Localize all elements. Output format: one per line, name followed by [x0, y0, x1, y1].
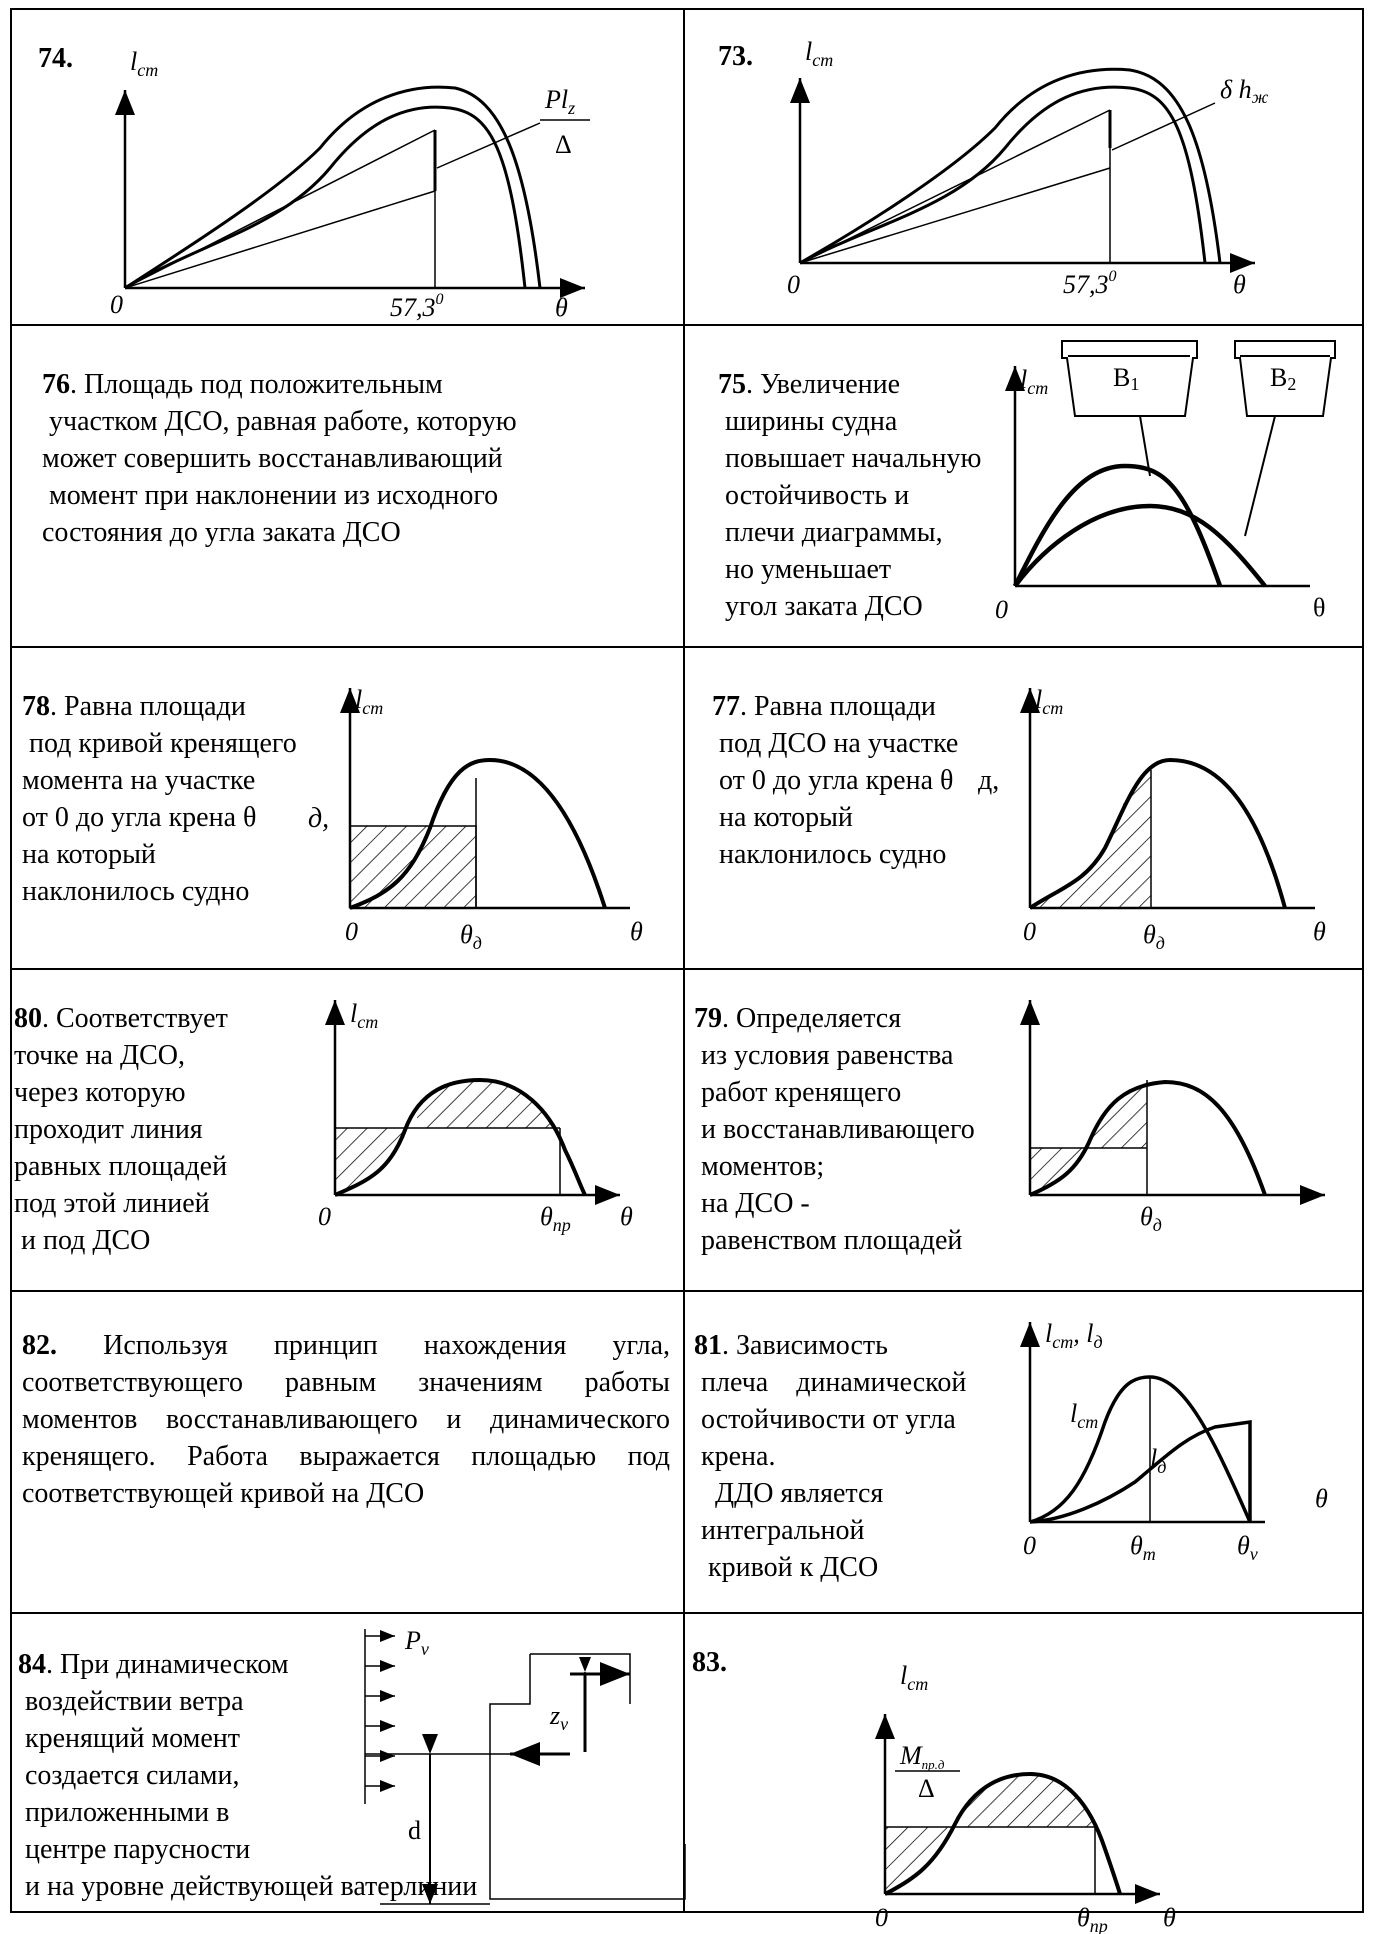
- row-divider-5: [10, 1612, 1364, 1614]
- lower-line: [124, 190, 436, 289]
- svg-text:lcm: lcm: [350, 999, 378, 1032]
- svg-text:θv: θv: [1237, 1531, 1258, 1564]
- svg-text:lд: lд: [1150, 1444, 1166, 1477]
- cell-text: 81. Зависимость плеча динамической остой…: [694, 1330, 967, 1583]
- svg-text:θд: θд: [460, 920, 482, 953]
- svg-text:0: 0: [318, 1202, 331, 1231]
- cell-text: 79. Определяется из условия равенства ра…: [694, 1003, 975, 1256]
- row-divider-1: [10, 324, 1364, 326]
- theta-subscript: д,: [978, 765, 1000, 796]
- svg-text:θ: θ: [1313, 593, 1325, 622]
- svg-text:B1: B1: [1113, 363, 1139, 394]
- svg-text:θm: θm: [1130, 1531, 1156, 1564]
- fraction-numerator: Plz: [544, 85, 575, 118]
- cell-text: 76. Площадь под положительным участком Д…: [42, 369, 517, 548]
- svg-text:θ: θ: [620, 1202, 633, 1231]
- svg-text:57,30: 57,30: [1063, 268, 1117, 299]
- svg-text:0: 0: [875, 1903, 888, 1932]
- chart-74: lcm 0 57,30 θ Plz Δ: [110, 47, 590, 322]
- svg-text:0: 0: [345, 917, 358, 946]
- y-axis-label: lcm: [130, 47, 158, 80]
- svg-text:Mпр.д: Mпр.д: [899, 1741, 945, 1772]
- x-value-label: 57,30: [390, 291, 444, 322]
- svg-text:θ: θ: [1163, 1903, 1176, 1932]
- svg-text:0: 0: [1023, 1531, 1036, 1560]
- chart-80: lcm 0 θпр θ: [318, 999, 633, 1235]
- svg-text:B2: B2: [1270, 363, 1296, 394]
- hull-b1: [1061, 340, 1198, 417]
- cell-text: 77. Равна площади под ДСО на участке от …: [712, 691, 959, 870]
- theta-subscript: д,: [308, 803, 330, 834]
- svg-text:lcm: lcm: [1020, 365, 1048, 398]
- svg-text:lcm: lcm: [1070, 1399, 1098, 1432]
- chart-83: lcm Mпр.д Δ 0 θпр θ: [875, 1661, 1176, 1934]
- chart-81: lcm, lд lcm lд 0 θm θv θ: [1020, 1319, 1328, 1564]
- row-divider-2: [10, 646, 1364, 648]
- svg-text:lcm: lcm: [900, 1661, 928, 1694]
- outer-curve: [124, 85, 542, 290]
- svg-text:lcm: lcm: [805, 37, 833, 70]
- theta-label: θ: [555, 293, 568, 322]
- svg-text:θпр: θпр: [540, 1202, 571, 1235]
- item-number: 74.: [38, 43, 73, 74]
- table-grid: [10, 8, 1364, 1913]
- column-divider: [683, 8, 685, 1913]
- cell-text: 75. Увеличение ширины судна повышает нач…: [718, 369, 982, 622]
- svg-text:d: d: [408, 1816, 421, 1845]
- svg-text:θ: θ: [630, 917, 643, 946]
- item-number: 73.: [718, 41, 753, 72]
- svg-text:zv: zv: [549, 1701, 568, 1734]
- chart-77: lcm 0 θд θ: [1020, 685, 1326, 953]
- svg-text:θ: θ: [1315, 1484, 1328, 1513]
- row-divider-4: [10, 1290, 1364, 1292]
- svg-text:Δ: Δ: [918, 1774, 935, 1803]
- chart-75: lcm 0 θ B1 B2: [995, 340, 1336, 624]
- wind-diagram-84: Pv zv d: [364, 1626, 686, 1905]
- svg-text:0: 0: [787, 270, 800, 299]
- item-number: 83.: [692, 1647, 727, 1678]
- leader-line: [436, 122, 541, 169]
- hull-b2: [1234, 340, 1336, 417]
- chart-79: θд: [1020, 1000, 1325, 1235]
- svg-text:lcm: lcm: [1035, 685, 1063, 718]
- cell-text: 78. Равна площади под кривой кренящего м…: [22, 691, 297, 907]
- cell-text: 82. Используя принцип нахождения угла, с…: [22, 1330, 670, 1509]
- svg-text:0: 0: [995, 595, 1008, 624]
- svg-text:θ: θ: [1313, 917, 1326, 946]
- annotation: δ hж: [1220, 75, 1269, 107]
- svg-text:lcm: lcm: [355, 685, 383, 718]
- svg-text:θ: θ: [1233, 270, 1246, 299]
- svg-text:Pv: Pv: [404, 1626, 429, 1659]
- svg-text:θпр: θпр: [1077, 1903, 1108, 1934]
- inner-curve: [124, 105, 527, 290]
- fraction-denominator: Δ: [555, 130, 572, 159]
- row-divider-3: [10, 968, 1364, 970]
- origin-label: 0: [110, 290, 123, 319]
- svg-text:0: 0: [1023, 917, 1036, 946]
- tangent-line: [124, 129, 436, 289]
- cell-text: 80. Соответствует точке на ДСО, через ко…: [14, 1003, 228, 1256]
- chart-73: lcm 0 57,30 θ δ hж: [787, 37, 1269, 299]
- svg-text:θд: θд: [1140, 1202, 1162, 1235]
- svg-text:lcm, lд: lcm, lд: [1045, 1319, 1103, 1352]
- cell-text: 84. При динамическом воздействии ветра к…: [18, 1649, 478, 1902]
- chart-78: lcm 0 θд θ: [340, 685, 643, 953]
- svg-text:θд: θд: [1143, 920, 1165, 953]
